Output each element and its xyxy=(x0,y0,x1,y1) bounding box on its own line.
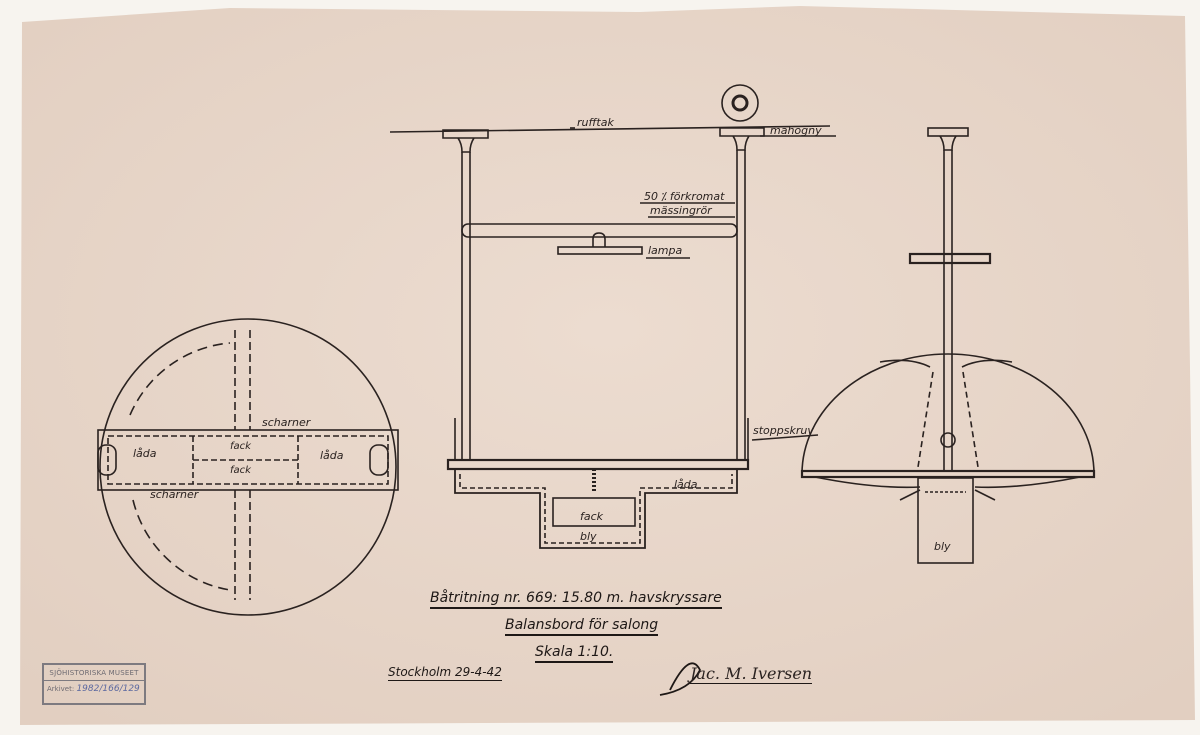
label-stoppskruv: stoppskruv xyxy=(753,424,814,437)
label-fack-top: fack xyxy=(230,441,251,452)
label-bly-front: bly xyxy=(580,530,597,543)
place-date: Stockholm 29-4-42 xyxy=(388,665,502,681)
stamp-museum: SJÖHISTORISKA MUSEET xyxy=(44,665,144,681)
label-fack-bottom: fack xyxy=(230,465,251,476)
label-fack-front: fack xyxy=(580,510,604,523)
lamp-knob-icon xyxy=(721,84,759,122)
title-line-3: Skala 1:10. xyxy=(535,644,614,663)
signature: Jac. M. Iversen xyxy=(690,664,813,684)
plan-view xyxy=(97,318,399,616)
label-bly-side: bly xyxy=(934,540,951,553)
signature-flourish xyxy=(659,662,702,696)
label-tube-2: mässingrör xyxy=(650,204,712,217)
stamp-archive-label: Arkivet: xyxy=(47,685,75,693)
front-view xyxy=(389,84,836,549)
title-line-1: Båtritning nr. 669: 15.80 m. havskryssar… xyxy=(430,590,722,609)
label-mahogny: mahogny xyxy=(770,124,822,137)
side-view xyxy=(800,127,1096,564)
label-rufftak: rufftak xyxy=(577,116,614,129)
label-lada-right: låda xyxy=(320,449,344,462)
stamp-archive-number: 1982/166/129 xyxy=(76,684,140,694)
museum-stamp: SJÖHISTORISKA MUSEET Arkivet: 1982/166/1… xyxy=(42,663,146,705)
label-scharner-bottom: scharner xyxy=(150,488,199,501)
label-lampa: lampa xyxy=(648,244,683,257)
label-tube-1: 50 ⁒ förkromat xyxy=(644,190,725,203)
label-scharner-top: scharner xyxy=(262,416,311,429)
label-lada-front: låda xyxy=(674,478,698,491)
title-line-2: Balansbord för salong xyxy=(505,617,659,636)
label-lada-left: låda xyxy=(133,447,157,460)
paper xyxy=(20,6,1195,725)
